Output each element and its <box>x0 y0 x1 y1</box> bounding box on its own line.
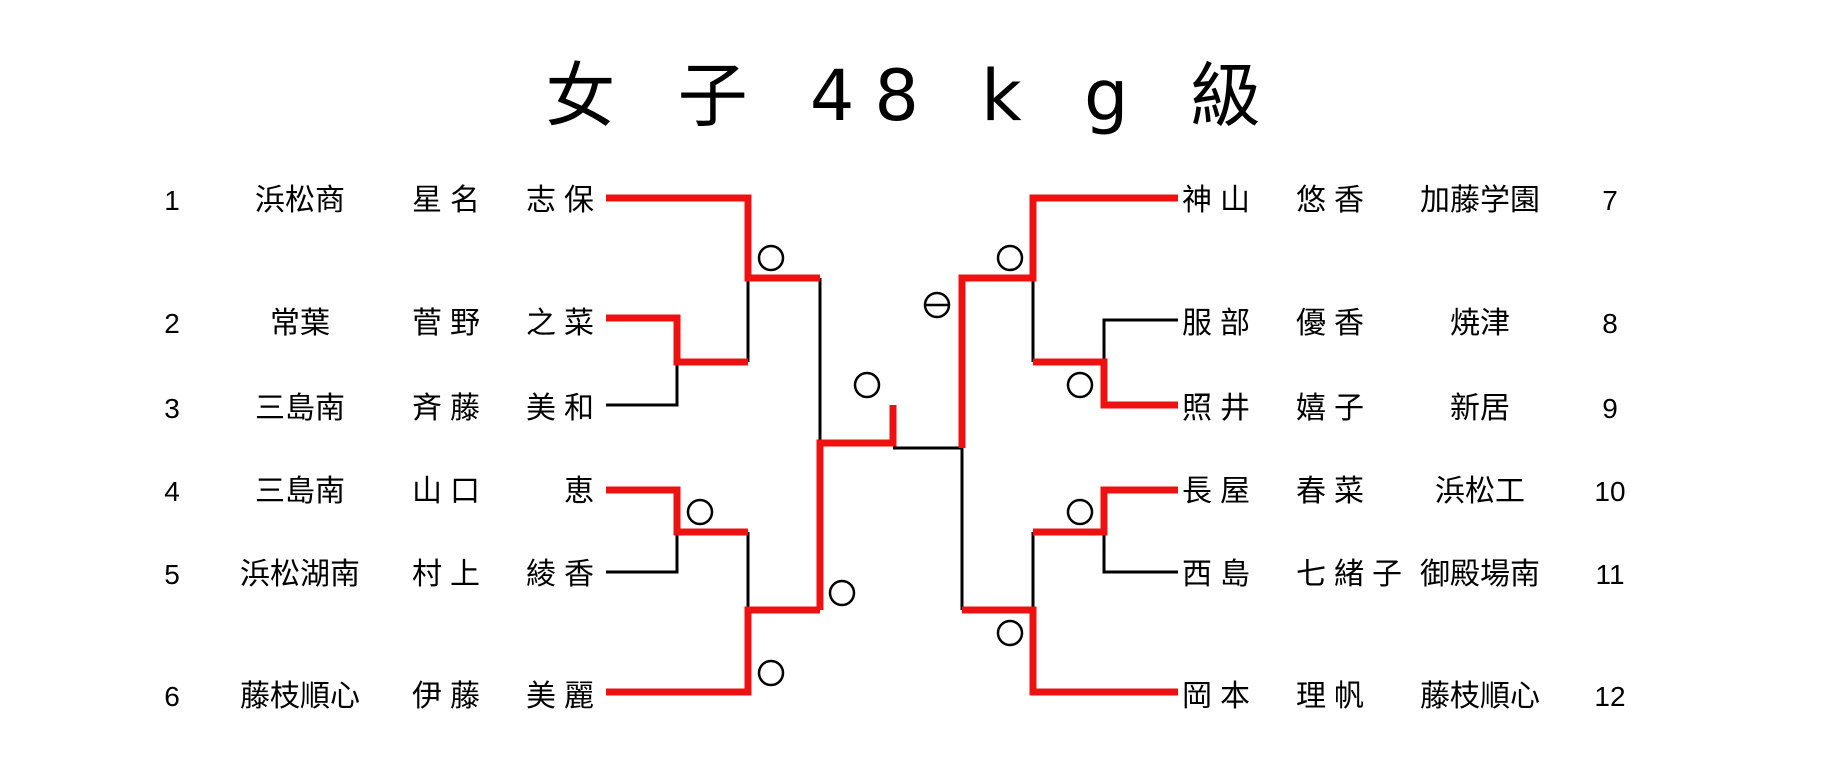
entry-row-4: 4 三島南 山口 恵 <box>164 474 602 509</box>
result-marks <box>686 244 1094 687</box>
school-name: 浜松工 <box>1435 474 1525 509</box>
bracket-line <box>1102 318 1178 362</box>
player-name: 西島 七緒子 <box>1182 557 1410 592</box>
seed-number: 1 <box>164 185 180 216</box>
school-name: 藤枝順心 <box>1420 679 1540 714</box>
sub-mark <box>923 291 951 319</box>
win-mark <box>686 498 714 526</box>
bracket-lines-red <box>606 194 1178 696</box>
seed-number: 11 <box>1595 559 1624 590</box>
win-mark <box>996 244 1024 272</box>
player-name: 山口 恵 <box>412 474 602 509</box>
seed-number: 10 <box>1594 476 1625 507</box>
entry-row-5: 5 浜松湖南 村上 綾香 <box>164 557 602 592</box>
school-name: 御殿場南 <box>1420 557 1540 592</box>
winner-line <box>606 194 820 282</box>
bracket-line <box>606 532 679 574</box>
entry-row-6: 6 藤枝順心 伊藤 美麗 <box>164 679 602 714</box>
winner-line <box>1033 486 1178 536</box>
entry-row-11: 西島 七緒子 御殿場南 11 <box>1182 557 1625 592</box>
win-mark <box>1066 371 1094 399</box>
win-mark <box>757 659 785 687</box>
win-mark <box>1066 498 1094 526</box>
winner-line <box>606 606 820 696</box>
seed-number: 7 <box>1602 185 1618 216</box>
school-name: 浜松商 <box>255 183 345 218</box>
entry-row-2: 2 常葉 菅野 之菜 <box>164 306 602 341</box>
bracket-line <box>1102 532 1178 574</box>
winner-line <box>606 314 748 366</box>
win-mark <box>853 371 881 399</box>
player-name: 村上 綾香 <box>412 557 602 592</box>
winner-line <box>816 405 897 610</box>
player-name: 星名 志保 <box>412 183 602 218</box>
school-name: 藤枝順心 <box>240 679 360 714</box>
seed-number: 12 <box>1594 681 1625 712</box>
entry-row-9: 照井 嬉子 新居 9 <box>1182 391 1618 426</box>
player-name: 神山 悠香 <box>1182 183 1372 218</box>
school-name: 焼津 <box>1450 306 1510 341</box>
seed-number: 2 <box>164 308 180 339</box>
winner-line <box>962 606 1178 696</box>
player-name: 岡本 理帆 <box>1182 679 1372 714</box>
player-name: 菅野 之菜 <box>412 306 602 341</box>
page-title: 女 子 48 k g 級 <box>545 55 1281 137</box>
win-mark <box>828 579 856 607</box>
seed-number: 3 <box>164 393 180 424</box>
seed-number: 6 <box>164 681 180 712</box>
win-mark <box>996 619 1024 647</box>
bracket-lines-black <box>606 278 1178 610</box>
school-name: 三島南 <box>255 391 345 426</box>
school-name: 常葉 <box>270 306 330 341</box>
school-name: 三島南 <box>255 474 345 509</box>
player-name: 照井 嬉子 <box>1182 391 1372 426</box>
school-name: 浜松湖南 <box>240 557 360 592</box>
winner-line <box>958 194 1178 448</box>
school-name: 新居 <box>1450 391 1510 426</box>
school-name: 加藤学園 <box>1420 183 1540 218</box>
win-mark <box>757 244 785 272</box>
player-name: 伊藤 美麗 <box>412 679 602 714</box>
entry-row-3: 3 三島南 斉藤 美和 <box>164 391 602 426</box>
entry-row-10: 長屋 春菜 浜松工 10 <box>1182 474 1626 509</box>
seed-number: 5 <box>164 559 180 590</box>
player-name: 服部 優香 <box>1182 306 1372 341</box>
seed-number: 8 <box>1602 308 1618 339</box>
player-name: 斉藤 美和 <box>412 391 602 426</box>
player-name: 長屋 春菜 <box>1182 474 1372 509</box>
entry-row-1: 1 浜松商 星名 志保 <box>164 183 602 218</box>
seed-number: 9 <box>1602 393 1618 424</box>
entry-row-8: 服部 優香 焼津 8 <box>1182 306 1618 341</box>
entry-row-12: 岡本 理帆 藤枝順心 12 <box>1182 679 1626 714</box>
winner-line <box>1033 358 1178 409</box>
bracket-line <box>606 362 679 407</box>
winner-line <box>606 486 748 536</box>
seed-number: 4 <box>164 476 180 507</box>
entry-row-7: 神山 悠香 加藤学園 7 <box>1182 183 1618 218</box>
